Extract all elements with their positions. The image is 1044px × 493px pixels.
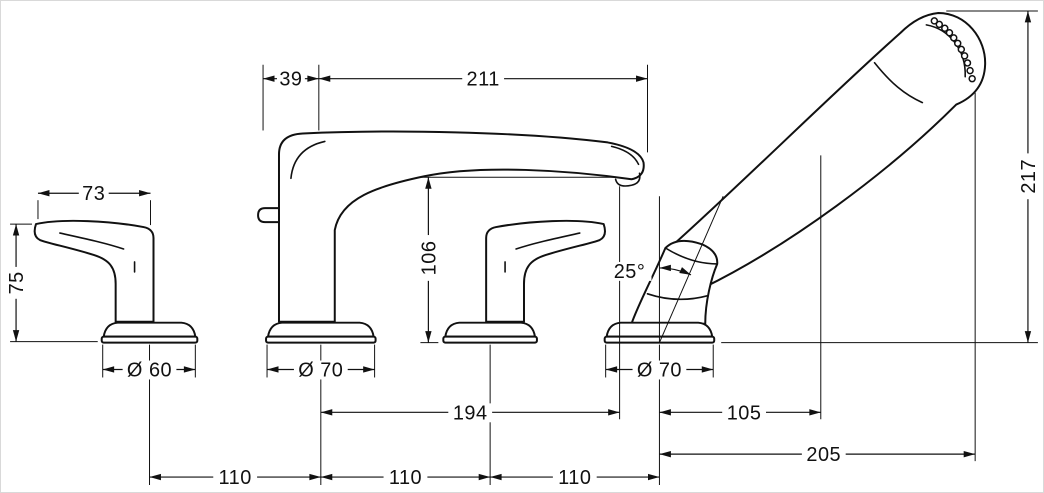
handshower-head-joint-line	[873, 61, 924, 104]
angle-reference-axis	[658, 196, 724, 343]
holder-contour-line	[646, 293, 709, 301]
dim-label-handle-escutcheon-dia: Ø 60	[127, 359, 172, 381]
holder-rim-line	[664, 247, 719, 265]
dim-label-spout-outlet-height: 106	[418, 241, 440, 276]
dim-label-hole-spacing-2: 110	[389, 467, 422, 489]
nozzle-dots	[930, 17, 976, 83]
dim-label-overall-height: 217	[1018, 159, 1040, 194]
dim-label-spout-offset: 39	[279, 69, 302, 91]
fixtures	[33, 11, 987, 344]
dimension-labels: 39 211 73 75 106 217 25° Ø 60 Ø 70 Ø 70 …	[6, 69, 1040, 489]
dim-label-hole-spacing-3: 110	[558, 467, 591, 489]
handle-right	[485, 219, 606, 323]
dim-label-holder-angle: 25°	[614, 261, 646, 283]
dim-label-spout-escutcheon-dia: Ø 70	[298, 359, 343, 381]
dim-label-spout-reach: 211	[467, 69, 500, 91]
aerator-detail	[614, 172, 641, 187]
dim-label-handle-height: 75	[6, 271, 28, 294]
dim-label-handle-length: 73	[82, 183, 105, 205]
handle-left	[33, 219, 155, 323]
escutcheon-handle-right	[442, 321, 538, 344]
dim-arc-25deg	[659, 264, 692, 276]
dim-label-shower-projection-outer: 205	[806, 444, 841, 466]
handle-left-detail	[59, 232, 125, 250]
dim-label-hole-spacing-1: 110	[219, 467, 252, 489]
spout-tab	[257, 207, 280, 224]
escutcheon-spout	[265, 321, 377, 344]
spout-body	[277, 130, 645, 323]
handle-right-detail	[515, 232, 581, 250]
dim-label-shower-escutcheon-dia: Ø 70	[637, 359, 682, 381]
spout-bend-detail	[290, 140, 326, 180]
dim-label-shower-projection-inner: 105	[727, 402, 762, 424]
spout-tip-detail	[610, 145, 640, 166]
handshower	[666, 11, 987, 289]
dim-label-center-to-outlet: 194	[453, 402, 488, 424]
escutcheon-handle-left	[100, 321, 199, 344]
